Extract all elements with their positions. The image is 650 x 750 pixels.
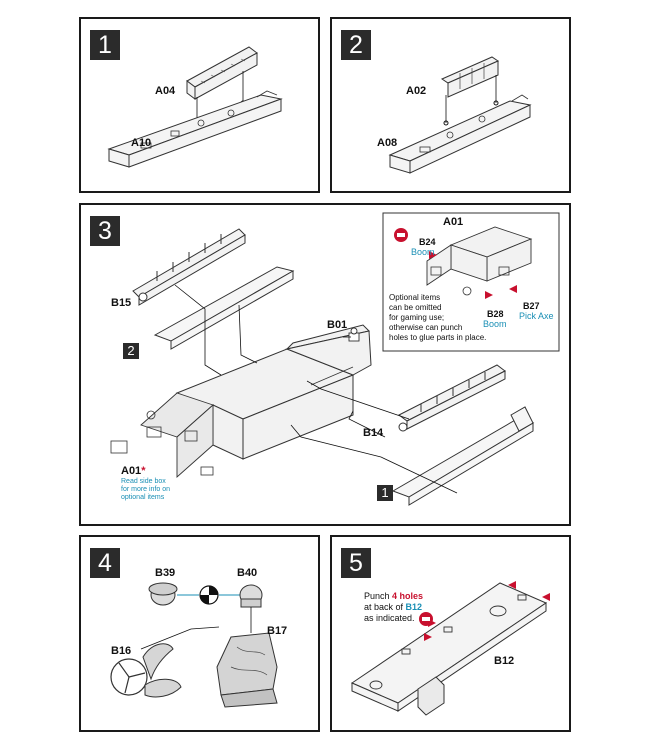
step-number-badge: 3 [90,216,120,246]
reference-step-1-badge: 1 [377,485,393,501]
a01-optional-note: Read side box for more info on optional … [121,478,171,501]
sidebox-b24-name: Boom [411,247,435,257]
step-2-illustration [388,56,532,174]
step-4-panel: 4 [79,535,320,732]
step-number-badge: 4 [90,548,120,578]
punch-instruction: Punch 4 holes at back of B12 as indicate… [364,591,424,623]
part-label-b17: B17 [267,625,288,637]
sidebox-b24: B24 [419,237,436,247]
part-label-b14: B14 [363,427,384,439]
step-2-panel: 2 A02 A08 [330,17,571,193]
a01-text: A01 [121,465,142,477]
part-label-a01: A01* [121,465,145,477]
step-5-illustration [350,581,550,716]
part-label-a02: A02 [406,85,427,97]
sidebox-b27-name: Pick Axe [519,311,554,321]
no-glue-icon [394,228,408,242]
step-3-panel: 3 [79,203,571,526]
sidebox-text: Optional items can be omitted for gaming… [389,293,487,342]
reference-step-2-badge: 2 [123,343,139,359]
step-5-panel: 5 Punch 4 holes [330,535,571,732]
sidebox-b27: B27 [523,301,540,311]
sidebox-b28-name: Boom [483,319,507,329]
part-label-b39: B39 [155,567,176,579]
step-4-illustration [110,582,278,708]
part-label-a04: A04 [155,85,176,97]
step-number-badge: 2 [341,30,371,60]
step-1-illustration [107,46,283,168]
sidebox-b28: B28 [487,309,504,319]
glue-icon [199,585,219,605]
part-label-b12: B12 [494,655,515,667]
part-label-a10: A10 [131,137,152,149]
a01-asterisk: * [141,465,146,477]
step-1-panel: 1 A04 [79,17,320,193]
part-label-b15: B15 [111,297,132,309]
part-label-b40: B40 [237,567,258,579]
step-number-badge: 5 [341,548,371,578]
step-number-badge: 1 [90,30,120,60]
no-glue-icon [419,612,433,626]
step-3-illustration [110,212,560,506]
part-label-b16: B16 [111,645,132,657]
sidebox-title: A01 [443,216,464,228]
part-label-b01: B01 [327,319,348,331]
part-label-a08: A08 [377,137,398,149]
